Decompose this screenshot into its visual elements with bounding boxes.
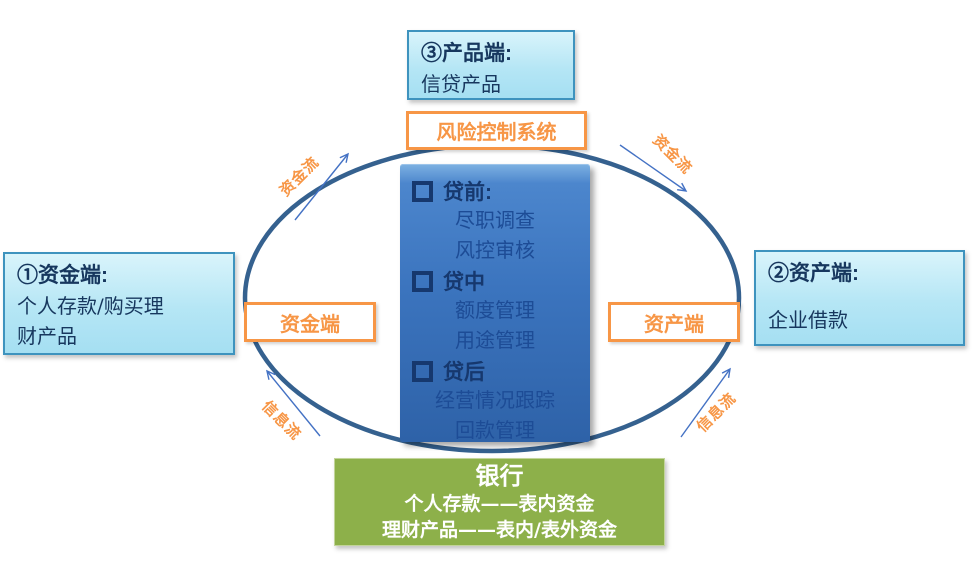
bank-line: 理财产品——表内/表外资金 (382, 519, 617, 541)
asset-node-text: 资产端 (644, 313, 704, 336)
risk-item: 用途管理 (455, 330, 535, 352)
asset-node-label: 资产端 (608, 302, 740, 342)
arrow-funds-flow-up-left (294, 152, 349, 221)
asset-side-info-box: ②资产端: 企业借款 (754, 250, 965, 346)
arrow-info-flow-up-left (266, 369, 321, 437)
funding-node-label: 资金端 (244, 302, 376, 342)
risk-control-system-label: 风险控制系统 (406, 111, 587, 150)
asset-side-body: 企业借款 (768, 308, 848, 332)
risk-control-system-text: 风险控制系统 (436, 122, 557, 144)
risk-process-panel: 贷前: 尽职调查 风控审核 贷中 额度管理 用途管理 贷后 经营情况跟踪 回款管… (400, 164, 590, 442)
bank-title: 银行 (475, 463, 524, 490)
funding-side-info-box: ①资金端: 个人存款/购买理 财产品 (3, 252, 235, 355)
risk-item: 回款管理 (455, 420, 535, 442)
product-side-heading: ③产品端: (421, 42, 512, 65)
risk-group-title: 贷前: (400, 176, 590, 206)
square-bullet-icon (412, 180, 433, 202)
arrow-funds-flow-down-right (619, 144, 688, 192)
bank-line: 个人存款——表内资金 (404, 493, 595, 515)
risk-group-title: 贷中 (400, 266, 590, 296)
bank-box: 银行 个人存款——表内资金 理财产品——表内/表外资金 (334, 458, 665, 546)
risk-item: 经营情况跟踪 (435, 390, 555, 412)
square-bullet-icon (412, 360, 433, 382)
funding-side-body-line: 个人存款/购买理 (17, 294, 164, 318)
risk-group-title: 贷后 (400, 356, 590, 386)
risk-group-title-text: 贷中 (443, 271, 485, 294)
funding-node-text: 资金端 (280, 313, 340, 336)
funding-side-heading: ①资金端: (17, 264, 108, 287)
risk-group-title-text: 贷后 (443, 361, 485, 384)
risk-item: 额度管理 (455, 300, 535, 322)
funding-side-body-line: 财产品 (17, 324, 77, 348)
square-bullet-icon (412, 270, 433, 292)
product-side-body: 信贷产品 (421, 72, 501, 96)
product-side-box: ③产品端: 信贷产品 (407, 30, 575, 100)
risk-group-title-text: 贷前: (443, 181, 492, 204)
asset-side-heading: ②资产端: (768, 262, 859, 285)
risk-item: 尽职调查 (455, 210, 535, 232)
arrow-info-flow-up-right (680, 367, 731, 438)
risk-item: 风控审核 (455, 240, 535, 262)
